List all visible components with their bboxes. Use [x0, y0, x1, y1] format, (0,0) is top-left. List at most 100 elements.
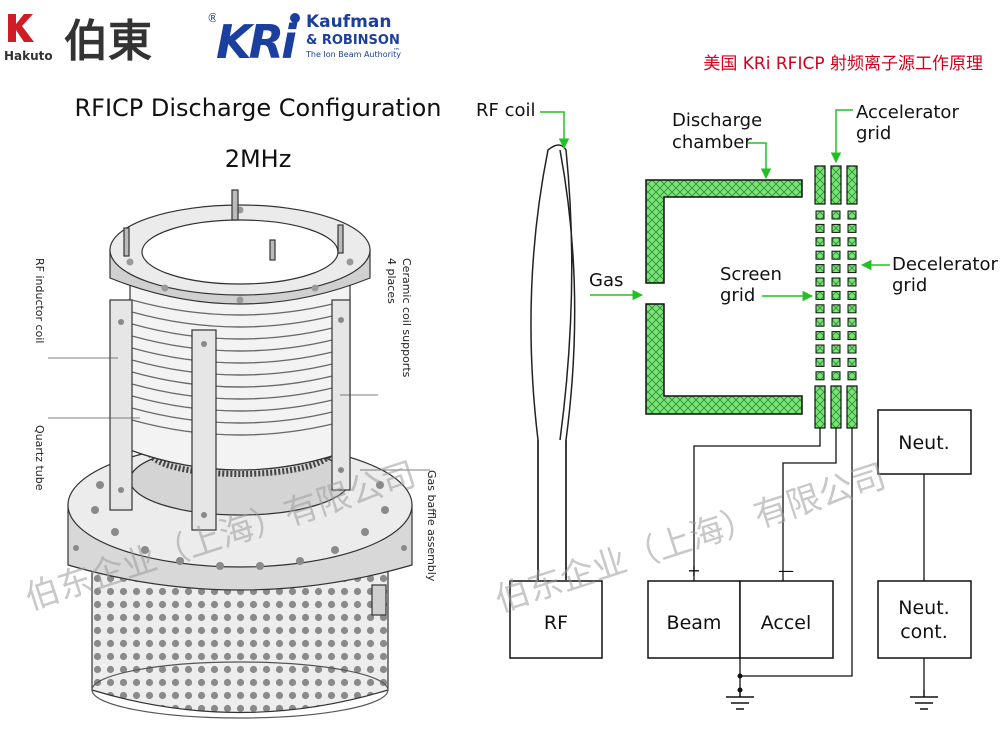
grid-aperture — [831, 223, 841, 233]
grid-aperture — [815, 250, 825, 260]
neut-control-label-1: Neut. — [898, 597, 949, 619]
perforated-grid-body — [91, 559, 389, 714]
label-accel-1: Accelerator — [856, 102, 959, 123]
kri-tm: ™ — [393, 47, 400, 55]
grid-aperture — [815, 264, 825, 274]
grid-aperture — [831, 237, 841, 247]
label-decel-2: grid — [892, 275, 927, 296]
grid-aperture — [831, 290, 841, 300]
discharge-arrow — [748, 142, 772, 180]
grid-aperture — [831, 264, 841, 274]
accel-arrow — [830, 109, 853, 164]
grid-aperture — [847, 264, 857, 274]
kri-line1: Kaufman — [306, 12, 391, 32]
grid-aperture — [815, 331, 825, 341]
leader-lines — [48, 357, 430, 471]
callout-quartz-tube: Quartz tube — [33, 425, 46, 491]
callout-places: 4 places — [385, 258, 398, 304]
grid-aperture — [847, 344, 857, 354]
label-screen-1: Screen — [720, 264, 782, 285]
grid-aperture — [831, 277, 841, 287]
neut-control-label-2: cont. — [900, 621, 948, 643]
grid-aperture — [831, 317, 841, 327]
callout-rf-inductor-coil: RF inductor coil — [33, 258, 46, 343]
grid-aperture — [815, 371, 825, 381]
label-discharge-2: chamber — [672, 132, 752, 153]
label-screen-2: grid — [720, 285, 755, 306]
grid-aperture — [831, 357, 841, 367]
hakuto-mark-icon — [8, 14, 34, 42]
left-frequency: 2MHz — [225, 145, 292, 173]
callout-gas-baffle: Gas baffle assembly — [425, 470, 438, 582]
kri-badge — [216, 12, 298, 62]
grid-aperture — [815, 317, 825, 327]
grid-aperture — [847, 317, 857, 327]
neutralizer-control-box — [877, 580, 972, 659]
beam-polarity: + — [687, 561, 700, 580]
grid-aperture — [847, 357, 857, 367]
label-decel-1: Decelerator — [892, 254, 998, 275]
grid-aperture — [815, 237, 825, 247]
rf-coil — [530, 144, 576, 580]
kri-tagline: The Ion Beam Authority — [305, 50, 401, 59]
grid-aperture — [847, 277, 857, 287]
flange-bolt-holes — [73, 481, 407, 570]
discharge-chamber — [645, 179, 803, 415]
grid-aperture — [831, 371, 841, 381]
accel-box-label: Accel — [761, 612, 812, 634]
grid-aperture — [815, 277, 825, 287]
grid-aperture — [847, 237, 857, 247]
label-accel-2: grid — [856, 123, 891, 144]
grid-aperture — [847, 371, 857, 381]
kri-line2: & ROBINSON — [306, 33, 400, 48]
hakuto-cn-name: 伯東 — [64, 16, 152, 67]
neutralizer-box — [877, 409, 972, 475]
grid-aperture — [831, 304, 841, 314]
grid-aperture — [847, 331, 857, 341]
grid-aperture — [831, 210, 841, 220]
accel-polarity: — — [778, 561, 794, 580]
beam-box-label: Beam — [667, 612, 722, 634]
ion-source-illustration — [48, 189, 430, 719]
grid-aperture — [847, 304, 857, 314]
grid-aperture — [815, 210, 825, 220]
junction-dot — [737, 673, 743, 679]
grid-aperture — [831, 344, 841, 354]
accel-supply-box — [739, 580, 834, 659]
kri-letters: KRi — [216, 15, 298, 69]
chinese-title: 美国 KRi RFICP 射频离子源工作原理 — [703, 54, 983, 74]
grid-aperture — [847, 250, 857, 260]
wiring — [693, 428, 925, 690]
rf-supply-box — [509, 580, 603, 659]
kri-logo: ® KRi Kaufman & ROBINSON The Ion Beam Au… — [207, 11, 401, 69]
label-gas: Gas — [589, 270, 623, 291]
grid-aperture — [815, 357, 825, 367]
grid-apertures — [815, 210, 857, 381]
kri-dot-icon — [290, 13, 300, 23]
grid-aperture — [831, 331, 841, 341]
rf-box-label: RF — [544, 612, 568, 634]
terminal-posts — [123, 189, 344, 261]
grid-aperture — [815, 290, 825, 300]
ground-icon — [726, 690, 754, 710]
grid-aperture — [815, 304, 825, 314]
label-discharge-1: Discharge — [672, 110, 762, 131]
rf-coil-arrow — [540, 111, 570, 150]
grid-assembly — [814, 165, 858, 429]
neut-box-label: Neut. — [898, 432, 949, 454]
grid-aperture — [831, 250, 841, 260]
beam-supply-box — [647, 580, 741, 659]
hakuto-brand: Hakuto — [4, 49, 53, 63]
grid-aperture — [815, 344, 825, 354]
callout-ceramic-supports: Ceramic coil supports — [400, 258, 413, 378]
hakuto-logo: Hakuto 伯東 — [4, 14, 152, 67]
ground-icon — [910, 690, 938, 710]
side-connector — [371, 584, 387, 616]
left-title: RFICP Discharge Configuration — [74, 94, 441, 122]
top-ring-opening — [141, 219, 339, 285]
grid-aperture — [847, 290, 857, 300]
grid-aperture — [815, 223, 825, 233]
rf-coil-turns — [131, 299, 349, 436]
